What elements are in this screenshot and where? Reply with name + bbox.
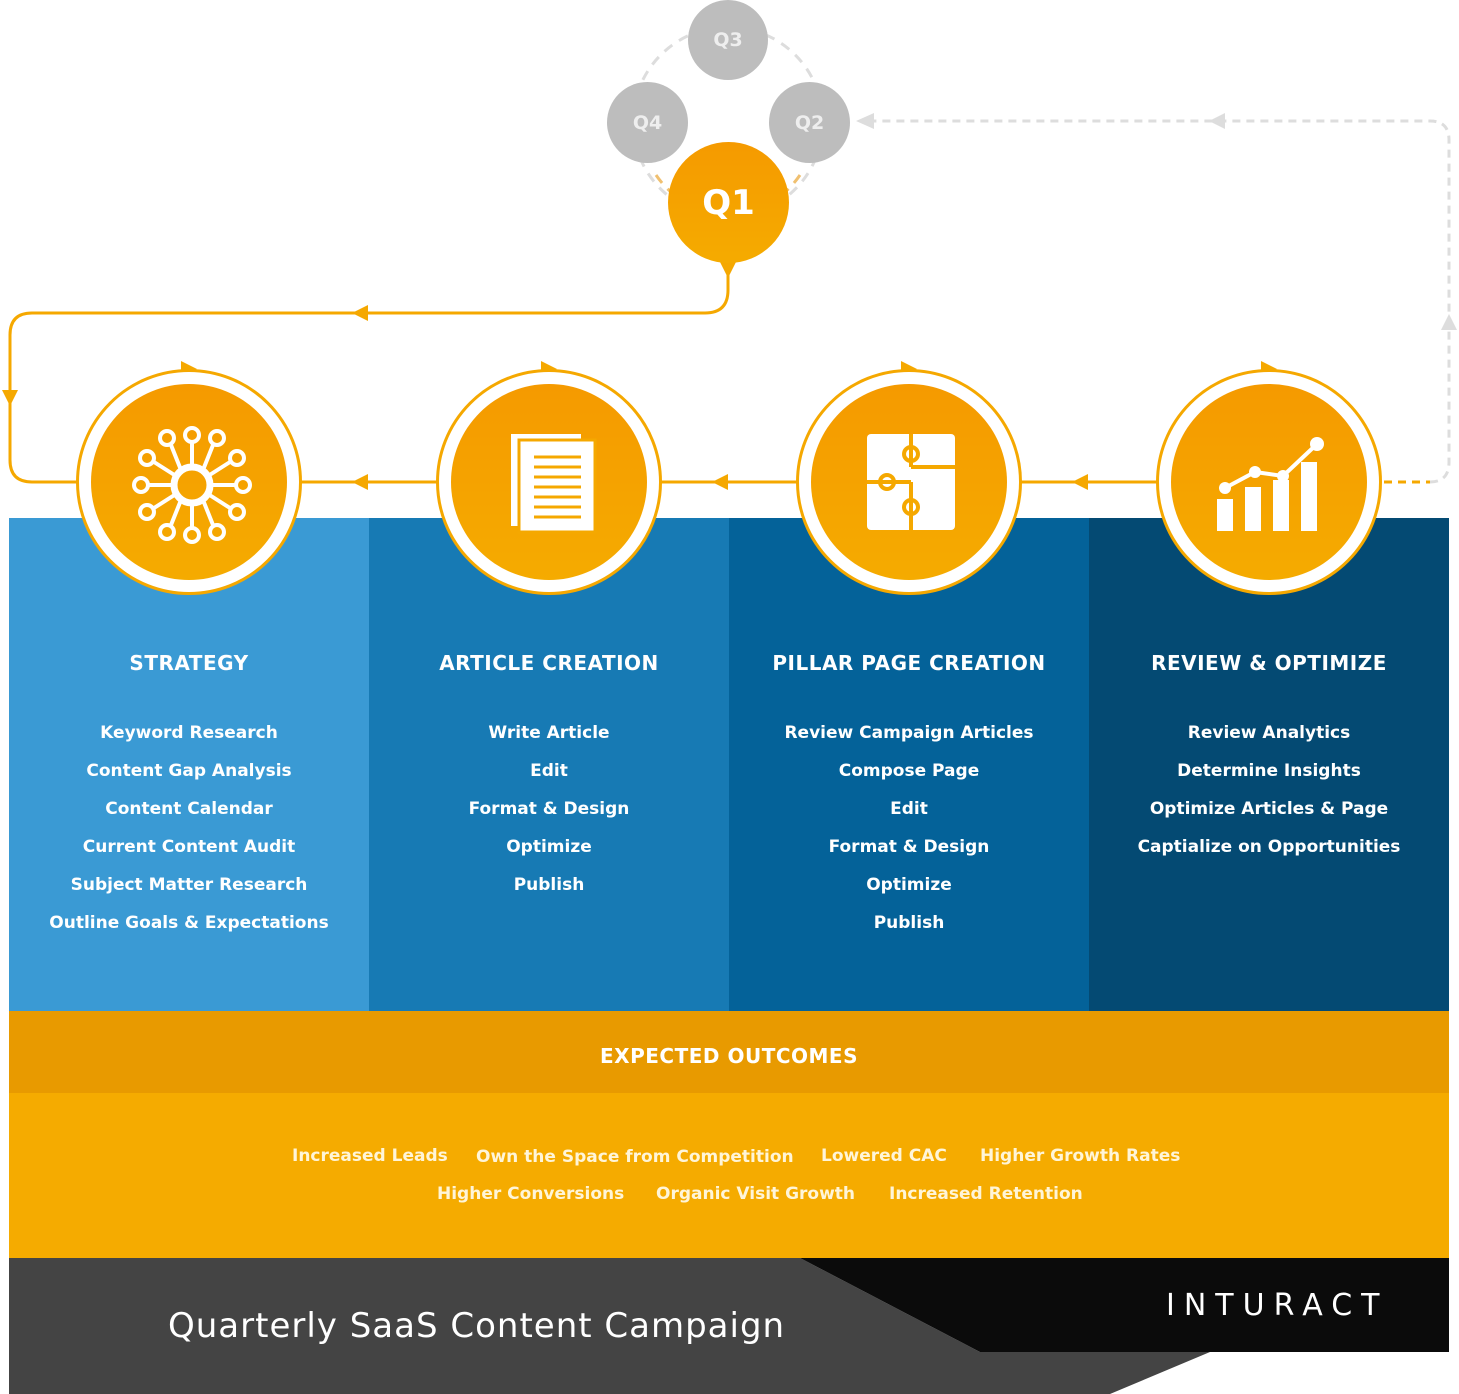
- outcome-item: Higher Conversions: [437, 1184, 625, 1204]
- outcome-item: Higher Growth Rates: [980, 1146, 1181, 1166]
- stage-title: PILLAR PAGE CREATION: [772, 651, 1046, 675]
- footer-title: Quarterly SaaS Content Campaign: [168, 1306, 786, 1346]
- outcome-item: Organic Visit Growth: [656, 1184, 856, 1204]
- list-item: Review Campaign Articles: [784, 723, 1034, 743]
- brand-logo: INTURACT: [1166, 1288, 1389, 1323]
- network-hub-icon: [132, 426, 252, 544]
- analytics-chart-icon: [1217, 437, 1324, 531]
- list-item: Current Content Audit: [82, 837, 296, 857]
- list-item: Outline Goals & Expectations: [49, 913, 329, 933]
- review-optimize-badge: [1156, 369, 1382, 595]
- puzzle-icon: [867, 434, 955, 530]
- outcome-item: Increased Leads: [292, 1146, 448, 1166]
- list-item: Compose Page: [838, 761, 980, 781]
- list-item: Review Analytics: [1187, 723, 1351, 743]
- list-item: Content Calendar: [105, 799, 273, 819]
- list-item: Content Gap Analysis: [86, 761, 292, 781]
- document-icon: [511, 434, 597, 534]
- list-item: Optimize: [866, 875, 952, 895]
- list-item: Optimize: [506, 837, 592, 857]
- outcome-item: Lowered CAC: [821, 1146, 947, 1166]
- list-item: Subject Matter Research: [70, 875, 308, 895]
- list-item: Publish: [873, 913, 945, 933]
- stage-title: ARTICLE CREATION: [439, 651, 659, 675]
- list-item: Determine Insights: [1177, 761, 1361, 781]
- pillar-page-badge: [796, 369, 1022, 595]
- expected-outcomes-title: EXPECTED OUTCOMES: [9, 1011, 1449, 1093]
- quarter-q3: Q3: [688, 0, 768, 80]
- strategy-badge: [76, 369, 302, 595]
- list-item: Edit: [890, 799, 928, 819]
- list-item: Format & Design: [828, 837, 990, 857]
- outcomes-panel: Increased Leads Own the Space from Compe…: [9, 1093, 1449, 1258]
- article-creation-badge: [436, 369, 662, 595]
- list-item: Format & Design: [468, 799, 630, 819]
- list-item: Captialize on Opportunities: [1137, 837, 1401, 857]
- outcome-item: Increased Retention: [889, 1184, 1083, 1204]
- list-item: Optimize Articles & Page: [1149, 799, 1389, 819]
- list-item: Edit: [530, 761, 568, 781]
- list-item: Write Article: [488, 723, 610, 743]
- quarter-q4: Q4: [607, 82, 688, 163]
- outcome-item: Own the Space from Competition: [476, 1147, 794, 1167]
- quarter-q1: Q1: [668, 142, 789, 263]
- list-item: Keyword Research: [100, 723, 278, 743]
- footer-background: [9, 1258, 1449, 1394]
- stage-title: STRATEGY: [129, 651, 249, 675]
- list-item: Publish: [513, 875, 585, 895]
- stage-pillar-page-creation: PILLAR PAGE CREATION Review Campaign Art…: [729, 518, 1089, 1011]
- stage-title: REVIEW & OPTIMIZE: [1151, 651, 1387, 675]
- quarter-q2: Q2: [769, 82, 850, 163]
